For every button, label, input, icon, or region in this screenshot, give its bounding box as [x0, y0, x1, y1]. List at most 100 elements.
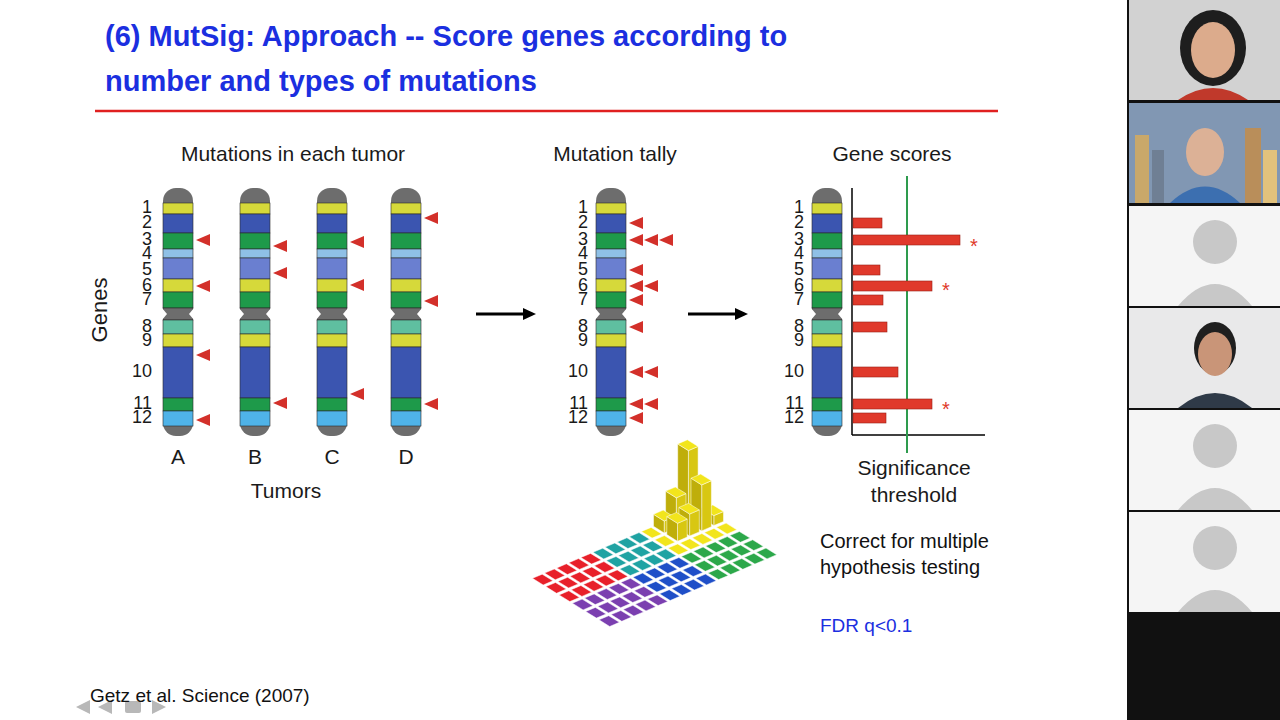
mutation-marker	[196, 349, 210, 361]
chromosome	[811, 188, 843, 436]
chromosome-body	[240, 188, 270, 436]
gene-number: 10	[132, 360, 152, 383]
gene-band	[240, 292, 270, 308]
gene-band	[317, 411, 347, 426]
score-bar	[853, 295, 883, 305]
centromere-notch	[316, 308, 321, 320]
chromosome	[316, 188, 348, 436]
note-text: Correct for multiple hypothesis testing	[820, 528, 1045, 580]
gene-band	[812, 320, 842, 334]
gene-band	[596, 320, 626, 334]
gene-band	[240, 398, 270, 411]
tumor-letter: B	[248, 443, 262, 470]
chromosome-body	[596, 188, 626, 436]
gene-band	[391, 249, 421, 258]
centromere-notch	[390, 308, 395, 320]
score-axes	[852, 188, 985, 435]
centromere-notch	[239, 308, 244, 320]
title-rule	[95, 110, 998, 113]
mutation-marker	[196, 234, 210, 246]
gene-number: 12	[568, 406, 588, 429]
mutation-marker	[350, 279, 364, 291]
gene-band	[163, 292, 193, 308]
mutation-marker	[644, 366, 658, 378]
gene-band	[596, 203, 626, 214]
gene-band	[240, 279, 270, 292]
gene-band	[812, 292, 842, 308]
gene-band	[596, 347, 626, 398]
gene-band	[391, 214, 421, 233]
chromosome-body	[163, 188, 193, 436]
gene-band	[812, 233, 842, 249]
mutation-marker	[273, 397, 287, 409]
centromere-notch	[189, 308, 194, 320]
grid-tile	[559, 591, 579, 602]
grid-tile	[572, 599, 592, 610]
score-bar	[853, 235, 960, 245]
centromere-notch	[343, 308, 348, 320]
gene-band	[596, 279, 626, 292]
score-bar	[853, 265, 880, 275]
gene-band	[317, 347, 347, 398]
tumor-letter: A	[171, 443, 185, 470]
score-bar	[853, 281, 932, 291]
centromere-notch	[622, 308, 627, 320]
threshold-label: Significance threshold	[829, 454, 999, 509]
gene-band	[596, 249, 626, 258]
gene-band	[812, 334, 842, 347]
chromosome	[239, 188, 271, 436]
gene-number: 7	[578, 288, 588, 311]
gene-band	[240, 214, 270, 233]
gene-band	[163, 279, 193, 292]
centromere-notch	[595, 308, 600, 320]
gene-band	[812, 258, 842, 279]
gene-band	[812, 347, 842, 398]
mutation-marker	[424, 398, 438, 410]
gene-band	[240, 320, 270, 334]
chromosome	[390, 188, 422, 436]
gene-number: 7	[794, 288, 804, 311]
mutation-marker	[629, 398, 643, 410]
threshold-line	[906, 176, 908, 453]
bar-face	[702, 481, 712, 531]
significance-star: *	[942, 277, 950, 303]
gene-band	[391, 320, 421, 334]
grid-tile	[679, 503, 699, 514]
citation: Getz et al. Science (2007)	[90, 684, 310, 709]
centromere-notch	[266, 308, 271, 320]
chromosome-body	[812, 188, 842, 436]
mutation-marker	[424, 212, 438, 224]
gene-band	[596, 214, 626, 233]
mutation-marker	[644, 234, 658, 246]
gene-number: 10	[784, 360, 804, 383]
gene-band	[391, 203, 421, 214]
gene-band	[163, 334, 193, 347]
process-arrow	[688, 308, 748, 320]
mutation-marker	[273, 240, 287, 252]
centromere-notch	[417, 308, 422, 320]
gene-band	[240, 258, 270, 279]
tumor-letter: C	[324, 443, 339, 470]
gene-band	[163, 203, 193, 214]
axis-label: Tumors	[251, 477, 321, 504]
gene-band	[317, 320, 347, 334]
panel-heading: Mutation tally	[553, 140, 677, 167]
axis-label: Genes	[86, 278, 115, 343]
mutation-marker	[629, 366, 643, 378]
gene-band	[812, 398, 842, 411]
gene-band	[317, 334, 347, 347]
mutation-marker	[644, 280, 658, 292]
process-arrow	[476, 308, 536, 320]
note-text: FDR q<0.1	[820, 614, 912, 639]
mutation-marks	[196, 212, 673, 426]
chromosome-body	[391, 188, 421, 436]
significance-star: *	[942, 396, 950, 422]
gene-band	[240, 308, 270, 320]
gene-band	[317, 398, 347, 411]
mutation-marker	[644, 398, 658, 410]
gene-band	[163, 411, 193, 426]
gene-band	[163, 258, 193, 279]
gene-number: 7	[142, 288, 152, 311]
chromosome-body	[317, 188, 347, 436]
